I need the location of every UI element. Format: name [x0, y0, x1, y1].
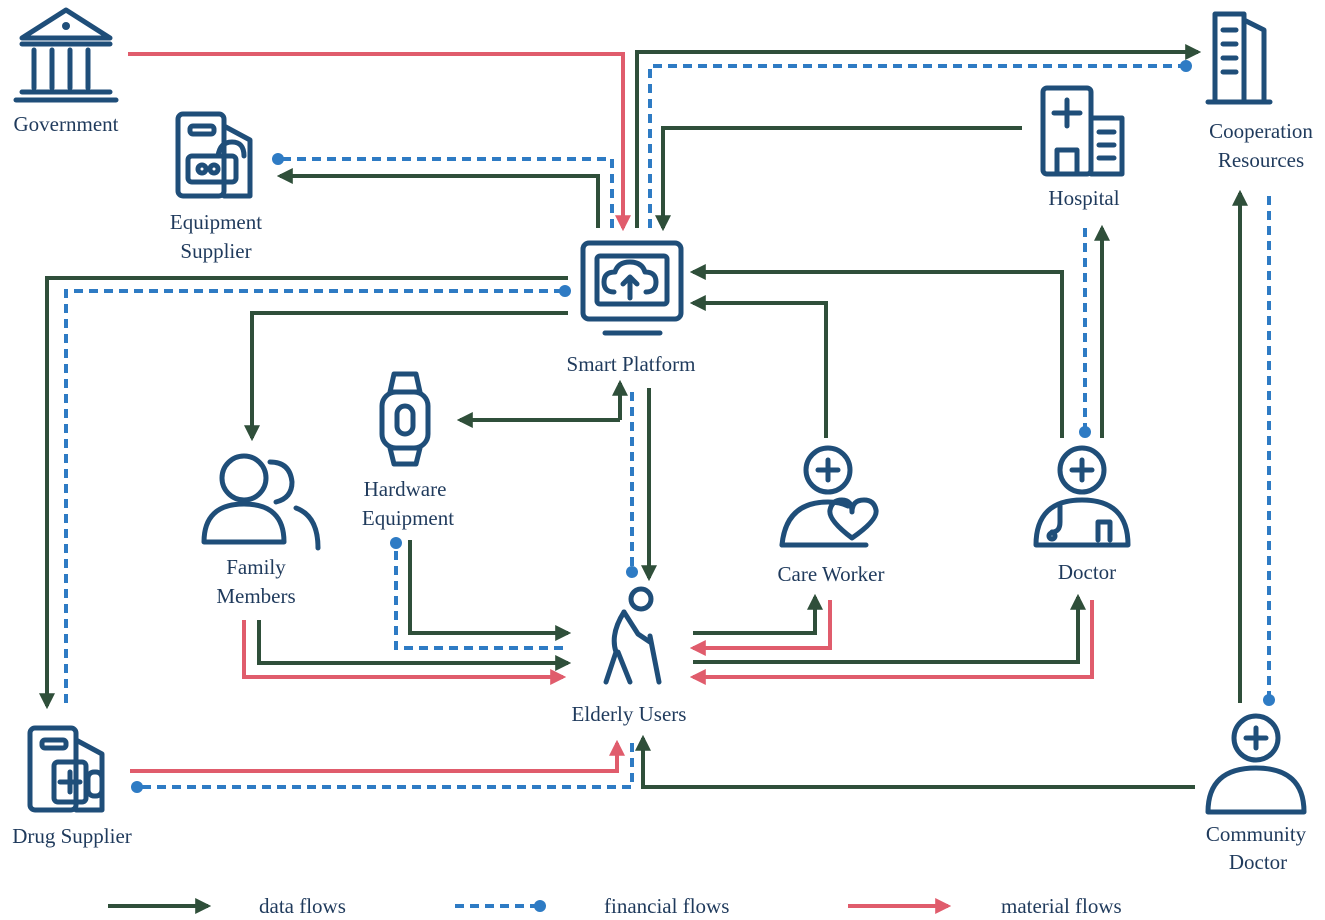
office-building-icon — [1205, 11, 1273, 105]
elderly-person-icon — [603, 586, 662, 685]
financial-flow-drug-platform — [64, 285, 571, 703]
label-cooperation-resources-line1: Cooperation — [1209, 119, 1313, 143]
legend-financial-flows-label: financial flows — [604, 894, 729, 918]
drug-supplier-icon — [27, 725, 105, 813]
hospital-icon — [1040, 85, 1125, 177]
data-flow-elderly-to-doctor — [693, 593, 1086, 664]
material-flow-drugsupplier-to-elderly — [130, 739, 625, 773]
label-cooperation-resources-line2: Resources — [1218, 148, 1304, 172]
label-community-doctor-line1: Community — [1206, 822, 1307, 846]
label-care-worker: Care Worker — [778, 562, 885, 586]
data-flow-hardware-to-elderly — [408, 540, 572, 641]
data-flow-platform-to-drug-supplier — [39, 276, 568, 710]
financial-flow-drug-elderly — [131, 743, 634, 793]
data-flow-family-to-elderly — [257, 620, 572, 671]
government-building-icon — [13, 7, 119, 103]
data-flow-community-doctor-to-elderly — [635, 734, 1195, 789]
flows — [39, 44, 1275, 793]
equipment-supplier-icon — [175, 111, 253, 199]
doctor-icon — [1033, 445, 1131, 548]
label-family-members-line1: Family — [226, 555, 286, 579]
care-worker-icon — [779, 445, 879, 548]
label-family-members-line2: Members — [216, 584, 295, 608]
material-flow-careworker-to-elderly — [689, 600, 832, 656]
label-hardware-equipment-line1: Hardware — [364, 477, 447, 501]
label-equipment-supplier-line2: Supplier — [180, 239, 251, 263]
community-doctor-icon — [1205, 713, 1307, 815]
smartwatch-icon — [379, 371, 431, 467]
data-flow-hospital-to-platform — [655, 126, 1022, 232]
label-drug-supplier: Drug Supplier — [12, 824, 132, 848]
legend-data-flows-label: data flows — [259, 894, 346, 918]
label-hospital: Hospital — [1048, 186, 1119, 210]
label-hardware-equipment-line2: Equipment — [362, 506, 454, 530]
legend-material-flows-label: material flows — [1001, 894, 1122, 918]
label-doctor: Doctor — [1058, 560, 1116, 584]
data-flow-platform-to-equipment-supplier — [276, 168, 600, 228]
cloud-monitor-icon — [580, 240, 684, 336]
financial-flow-platform-equipment — [272, 153, 614, 228]
material-flow-family-to-elderly — [242, 620, 567, 685]
financial-flow-hardware-elderly — [390, 537, 563, 650]
material-flow-government-to-platform — [128, 52, 631, 232]
label-elderly-users: Elderly Users — [572, 702, 687, 726]
data-flow-platform-to-family — [244, 311, 568, 442]
legend: data flows financial flows material flow… — [108, 894, 1122, 918]
data-flow-elderly-to-careworker — [693, 593, 823, 635]
label-smart-platform: Smart Platform — [567, 352, 696, 376]
material-flow-doctor-to-elderly — [689, 600, 1094, 685]
label-community-doctor-line2: Doctor — [1229, 850, 1287, 874]
data-flow-platform-to-cooperation — [635, 44, 1202, 228]
node-labels: Government Equipment Supplier Smart Plat… — [12, 112, 1313, 874]
data-flow-doctor-to-platform — [689, 264, 1064, 438]
label-government: Government — [14, 112, 119, 136]
family-users-icon — [201, 453, 321, 551]
label-equipment-supplier-line1: Equipment — [170, 210, 262, 234]
data-flow-careworker-to-platform — [689, 295, 828, 438]
financial-flow-cooperation-platform — [648, 60, 1192, 228]
